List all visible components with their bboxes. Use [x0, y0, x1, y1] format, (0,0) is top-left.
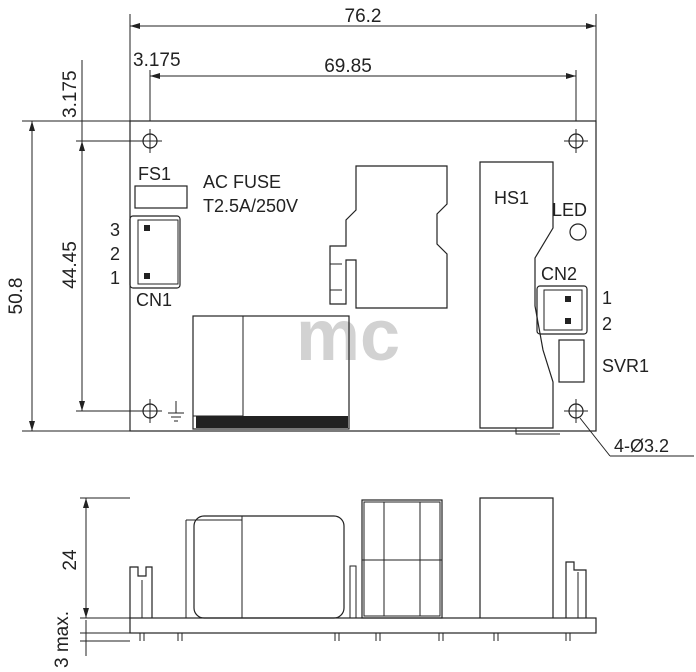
svr1-trimmer [558, 339, 585, 383]
cn2-pin-marker [565, 296, 571, 302]
mount-holes-label: 4-Ø3.2 [614, 436, 669, 456]
side-transformer [361, 499, 443, 619]
mount-hole [138, 129, 162, 153]
hole-spacing-y-text: 44.45 [60, 241, 81, 289]
ground-icon [168, 401, 184, 422]
dimension-pin-length: 3 max. [52, 611, 130, 668]
hole-offset-y-text: 3.175 [60, 70, 81, 118]
dimension-hole-spacing-y: 44.45 [60, 141, 150, 412]
cn2-pin-marker [565, 318, 571, 324]
cn1-pin-marker [144, 225, 150, 231]
cn2-label: CN2 [541, 264, 577, 284]
heatsink-label: HS1 [494, 188, 529, 208]
capacitor-block [192, 315, 350, 430]
heatsink-tab [515, 428, 560, 435]
cn1-pin-3: 3 [110, 220, 120, 240]
mount-hole [564, 129, 588, 153]
side-pins [139, 633, 571, 641]
fuse-ref-label: FS1 [138, 164, 171, 184]
dimension-side-height: 24 [60, 497, 130, 619]
cn1-pin-1: 1 [110, 268, 120, 288]
transformer-core [329, 165, 448, 309]
mount-hole-callout: 4-Ø3.2 [579, 417, 694, 457]
overall-width-text: 76.2 [345, 6, 382, 27]
cn1-inner [137, 219, 179, 285]
side-pcb [129, 617, 597, 634]
pcb-outline [129, 120, 597, 432]
cn1-label: CN1 [136, 290, 172, 310]
side-view: 24 3 max. [52, 497, 597, 668]
watermark: mc [296, 296, 400, 376]
hole-offset-x-text: 3.175 [133, 50, 181, 71]
led-indicator [569, 223, 587, 241]
side-cn1 [129, 566, 153, 618]
cn1-pin-2: 2 [110, 244, 120, 264]
dimension-overall-width: 76.2 [129, 6, 597, 121]
fuse-rating-label: T2.5A/250V [203, 196, 298, 216]
side-capacitor [193, 515, 345, 619]
cn2-connector [536, 285, 588, 335]
cn2-inner [543, 289, 583, 331]
top-view: mc 76.2 69.85 3.175 3.175 [6, 6, 694, 457]
mount-hole [564, 399, 588, 423]
dimension-hole-spacing-x: 69.85 [149, 56, 577, 121]
svr1-label: SVR1 [602, 356, 649, 376]
hole-spacing-x-text: 69.85 [324, 56, 372, 77]
cn1-connector [129, 215, 181, 289]
fuse-title-label: AC FUSE [203, 172, 281, 192]
dimension-hole-offset-y: 3.175 [60, 60, 150, 142]
cn1-pin-marker [144, 273, 150, 279]
mount-hole [138, 399, 162, 423]
fuse-body [134, 185, 188, 209]
side-cn2 [565, 561, 587, 618]
side-heatsink [479, 497, 554, 618]
side-height-text: 24 [60, 549, 81, 571]
cn2-pin-2: 2 [602, 314, 612, 334]
dimension-overall-height: 50.8 [6, 120, 130, 432]
overall-height-text: 50.8 [6, 278, 27, 315]
cn2-pin-1: 1 [602, 288, 612, 308]
side-component [349, 565, 357, 619]
pin-length-text: 3 max. [52, 611, 73, 668]
led-label: LED [552, 200, 587, 220]
